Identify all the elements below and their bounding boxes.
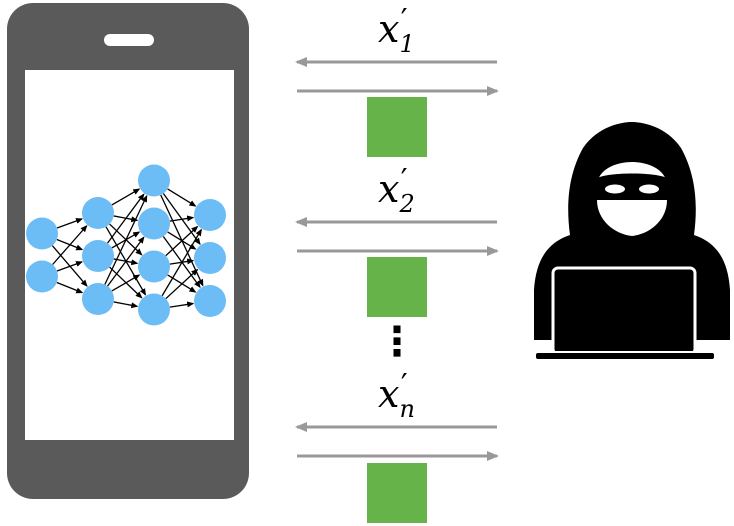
- nn-neuron-1-2: [82, 283, 114, 315]
- nn-edge-0-1-0: [52, 225, 88, 265]
- query-n-base: x: [378, 372, 400, 416]
- hooded-hacker-icon: [534, 122, 730, 361]
- nn-edge-1-1-0: [107, 193, 145, 244]
- nn-edge-2-3-2: [169, 301, 195, 308]
- query-1-base: x: [378, 7, 400, 51]
- nn-neuron-0-0: [26, 217, 58, 250]
- nn-edge-1-2-1: [107, 236, 145, 287]
- nn-neuron-2-1: [138, 207, 170, 240]
- neural-network-edges: [51, 188, 204, 309]
- ellipsis: ⋮: [377, 319, 417, 365]
- nn-neuron-3-1: [194, 242, 226, 274]
- response-block-2: [367, 257, 427, 317]
- nn-edge-0-0-0: [56, 218, 83, 229]
- nn-edge-2-1-0: [169, 215, 195, 222]
- response-block-3: [367, 463, 427, 523]
- query-label-1: x1′: [378, 6, 422, 57]
- nn-edge-1-2-0: [104, 194, 148, 285]
- query-2-subscript: 2: [399, 190, 415, 218]
- phone-speaker: [104, 34, 154, 46]
- query-response-exchanges: [295, 57, 499, 523]
- hacker-right-eye: [639, 184, 659, 194]
- query-2-prime: ′: [400, 163, 408, 198]
- query-1-subscript: 1: [399, 30, 415, 58]
- neural-network-icon: [26, 164, 226, 326]
- nn-neuron-1-1: [82, 240, 114, 272]
- nn-edge-0-1-1: [56, 261, 83, 272]
- query-label-n: xn′: [378, 371, 422, 422]
- hacker-left-eye: [605, 184, 625, 194]
- response-block-1: [367, 97, 427, 157]
- laptop-screen: [551, 266, 697, 356]
- nn-neuron-2-2: [138, 250, 170, 283]
- query-n-subscript: n: [399, 395, 415, 423]
- nn-neuron-2-3: [138, 293, 170, 326]
- nn-neuron-0-1: [26, 260, 58, 293]
- nn-neuron-3-0: [194, 199, 226, 231]
- nn-neuron-3-2: [194, 285, 226, 317]
- nn-edge-0-1-2: [56, 281, 84, 294]
- nn-edge-2-3-1: [165, 268, 199, 300]
- nn-edge-2-3-0: [161, 228, 202, 297]
- nn-neuron-2-0: [138, 164, 170, 197]
- nn-edge-1-2-3: [113, 301, 139, 309]
- nn-edge-1-2-2: [111, 274, 141, 292]
- nn-neuron-1-0: [82, 197, 114, 229]
- query-n-prime: ′: [400, 368, 408, 403]
- smartphone-icon: [7, 3, 249, 499]
- query-1-prime: ′: [400, 3, 408, 38]
- query-label-2: x2′: [378, 166, 422, 217]
- nn-edge-1-0-0: [111, 188, 141, 206]
- nn-edge-2-2-0: [165, 225, 199, 257]
- query-2-base: x: [378, 167, 400, 211]
- nn-edge-2-0-0: [167, 188, 197, 207]
- laptop-base: [534, 351, 716, 361]
